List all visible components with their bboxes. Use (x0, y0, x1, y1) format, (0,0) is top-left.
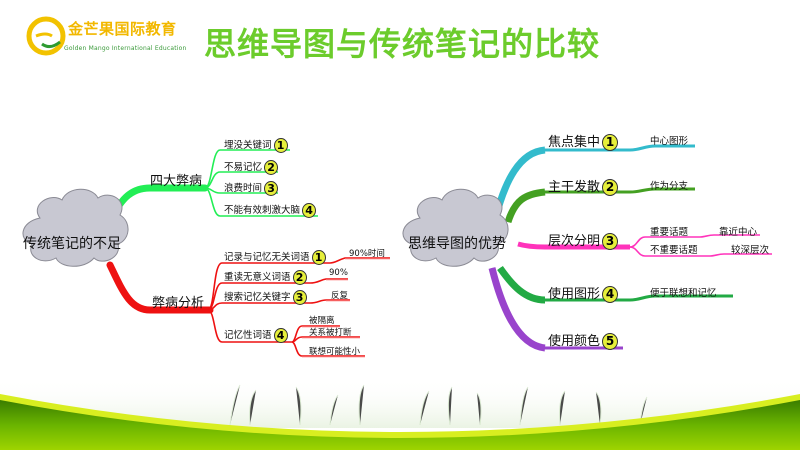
advantage-label: 使用图形 (548, 287, 601, 302)
number-badge-4: 4 (302, 203, 317, 218)
left-cloud-shape (22, 188, 129, 267)
advantage-3-sub-2: 不重要话题 (650, 245, 698, 256)
analysis-item-label: 记忆性词语 (224, 330, 272, 341)
number-badge-4: 4 (602, 286, 619, 303)
number-badge-1: 1 (311, 250, 326, 265)
defect-item-label: 埋没关键词 (224, 140, 272, 151)
left-center-node: 传统笔记的不足 (23, 236, 121, 252)
number-badge-1: 1 (602, 134, 619, 151)
defect-item-label: 浪费时间 (224, 183, 263, 194)
analysis-detail-4a: 被隔离 (309, 316, 335, 326)
advantage-3-sub-2-detail: 较深层次 (731, 245, 770, 256)
page-title: 思维导图与传统笔记的比较 (204, 25, 601, 63)
analysis-detail-2: 90% (329, 268, 348, 278)
analysis-item-label: 记录与记忆无关词语 (224, 252, 310, 263)
advantage-label: 主干发散 (548, 180, 601, 195)
number-badge-4: 4 (273, 328, 288, 343)
number-badge-1: 1 (273, 138, 288, 153)
number-badge-3: 3 (602, 233, 619, 250)
logo-mark-icon (26, 16, 66, 56)
advantage-detail-2: 作为分支 (650, 181, 689, 192)
analysis-detail-4c: 联想可能性小 (309, 347, 361, 357)
analysis-detail-4b: 关系被打断 (309, 328, 352, 338)
logo-name-cn: 金芒果国际教育 (68, 20, 177, 38)
analysis-item-label: 搜索记忆关键字 (224, 292, 291, 303)
defect-item-label: 不易记忆 (224, 162, 263, 173)
number-badge-2: 2 (292, 270, 307, 285)
number-badge-3: 3 (292, 290, 307, 305)
advantage-detail-4: 便于联想和记忆 (650, 288, 717, 299)
number-badge-2: 2 (264, 160, 279, 175)
branch-defect-analysis: 弊病分析 (152, 296, 205, 311)
defect-item-label: 不能有效刺激大脑 (224, 205, 301, 216)
advantage-label: 层次分明 (548, 234, 601, 249)
logo-name-en: Golden Mango International Education (64, 45, 187, 52)
right-cloud-shape (402, 188, 509, 267)
number-badge-3: 3 (264, 181, 279, 196)
right-center-node: 思维导图的优势 (408, 236, 506, 252)
advantage-detail-1: 中心图形 (650, 136, 689, 147)
logo: 金芒果国际教育 Golden Mango International Educa… (26, 14, 206, 58)
number-badge-5: 5 (602, 333, 619, 350)
advantage-label: 焦点集中 (548, 135, 601, 150)
analysis-item-label: 重读无意义词语 (224, 272, 291, 283)
number-badge-2: 2 (602, 179, 619, 196)
advantage-3-sub-1-detail: 靠近中心 (719, 227, 758, 238)
advantage-label: 使用颜色 (548, 334, 601, 349)
analysis-detail-3: 反复 (331, 291, 349, 301)
branch-four-defects: 四大弊病 (150, 174, 203, 189)
analysis-detail-1: 90%时间 (349, 249, 385, 259)
advantage-3-sub-1: 重要话题 (650, 227, 689, 238)
